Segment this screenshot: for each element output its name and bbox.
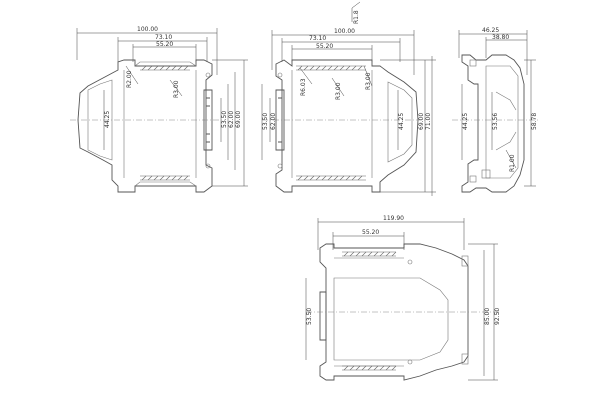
dim-width-overall-3: 46.25	[482, 27, 499, 34]
front-view-left: 100.00 73.10 55.20 R2.00 R3.00	[70, 26, 248, 193]
dim-width-overall-2: 100.00	[334, 28, 355, 35]
dim-radius-top-2: R3.00	[365, 72, 372, 90]
leader-r-top-2	[299, 67, 313, 85]
hatch-top-4	[342, 251, 397, 257]
dim-height-a-2: 53.50	[262, 113, 269, 130]
screw-hole-bottom-4	[407, 359, 413, 365]
dim-height-a: 53.50	[221, 111, 228, 128]
rails	[134, 61, 197, 187]
hatch-bottom-2	[296, 175, 366, 181]
dim-height-left: 44.25	[104, 111, 111, 128]
annotation-label: R1.8	[353, 10, 360, 24]
screw-hole-bottom-2	[277, 163, 283, 169]
dim-width-inner-4: 55.20	[362, 229, 379, 236]
body-outline-3	[461, 54, 525, 193]
terminal-block	[203, 89, 213, 151]
side-view: 46.25 38.80 44.25 53.56 58.78 R1.00	[452, 27, 540, 193]
leader-r-left-2	[363, 65, 373, 87]
screw-hole-bottom	[205, 163, 211, 169]
dim-width-inner: 55.20	[156, 41, 173, 48]
dim-width-mid: 73.10	[155, 34, 172, 41]
dim-lines-top-4	[317, 218, 465, 250]
inner-profile	[87, 79, 113, 161]
dim-height-a-4: 53.50	[306, 308, 313, 325]
clip-3	[481, 169, 491, 179]
dim-radius-arc: R3.00	[173, 80, 180, 98]
dim-lines-top-2	[271, 30, 415, 75]
leader-r-arc-2	[331, 77, 345, 97]
dim-width-overall: 100.00	[137, 26, 158, 33]
body-outline	[77, 59, 213, 193]
dim-height-d-2: 71.00	[425, 113, 432, 130]
dim-height-c-3: 58.78	[531, 113, 538, 130]
arc-profile-3	[495, 91, 517, 151]
inner-walls	[123, 70, 197, 178]
screw-hole-top	[205, 72, 211, 78]
hatch-bottom-4	[342, 365, 397, 371]
dim-height-a-3: 44.25	[462, 113, 469, 130]
dim-radius-left-2: R6.03	[300, 78, 307, 96]
inner-profile-4	[333, 277, 449, 361]
dim-height-left-2: 44.25	[398, 113, 405, 130]
screw-hole-top-2	[277, 72, 283, 78]
dim-radius-top: R2.00	[126, 70, 133, 88]
dim-height-b: 62.00	[228, 111, 235, 128]
latch-bottom-3	[469, 175, 477, 183]
dim-height-b-3: 53.56	[492, 113, 499, 130]
dim-height-b-2: 62.00	[270, 113, 277, 130]
dim-lines-vertical	[103, 59, 248, 187]
dim-height-c: 69.00	[235, 111, 242, 128]
bottom-view: 119.90 55.20 53.50 85.00 92.50	[305, 215, 501, 381]
dim-height-b-4: 85.00	[484, 308, 491, 325]
body-outline-4	[319, 243, 469, 381]
dim-width-inner-2: 55.20	[316, 43, 333, 50]
latch-top-3	[469, 59, 477, 67]
front-view-right: 100.00 73.10 55.20 R6.03 R3.00 R3.00	[261, 28, 436, 196]
latch-top-4	[461, 255, 469, 267]
dim-lines-top	[76, 28, 218, 75]
leader-radius-3	[505, 149, 517, 169]
hatch-top-2	[296, 65, 366, 71]
annotation-note: R1.8	[351, 1, 361, 24]
inner-walls-2	[291, 70, 373, 178]
latch-bottom-4	[461, 353, 469, 365]
screw-hole-top-4	[407, 259, 413, 265]
body-outline-2	[275, 59, 419, 193]
terminal-block-2	[275, 89, 285, 151]
dim-radius-3: R1.00	[509, 154, 516, 172]
dim-height-c-2: 69.00	[418, 113, 425, 130]
hatch-top	[140, 65, 190, 71]
hatch-bottom	[140, 175, 190, 181]
dim-radius-arc-2: R3.00	[335, 82, 342, 100]
dim-width-overall-4: 119.90	[383, 215, 404, 222]
dim-width-inner-3: 38.80	[492, 34, 509, 41]
leader-r-arc	[169, 79, 183, 97]
dim-lines-vertical-4	[305, 243, 498, 381]
dim-lines-vertical-2	[261, 56, 436, 196]
leader-r-top	[125, 65, 139, 85]
dim-height-c-4: 92.50	[494, 308, 501, 325]
dim-lines-vertical-3	[461, 59, 536, 187]
dim-width-mid-2: 73.10	[309, 35, 326, 42]
inner-profile-2	[387, 81, 413, 163]
dim-lines-top-3	[458, 30, 528, 75]
terminal-block-4	[319, 291, 327, 341]
